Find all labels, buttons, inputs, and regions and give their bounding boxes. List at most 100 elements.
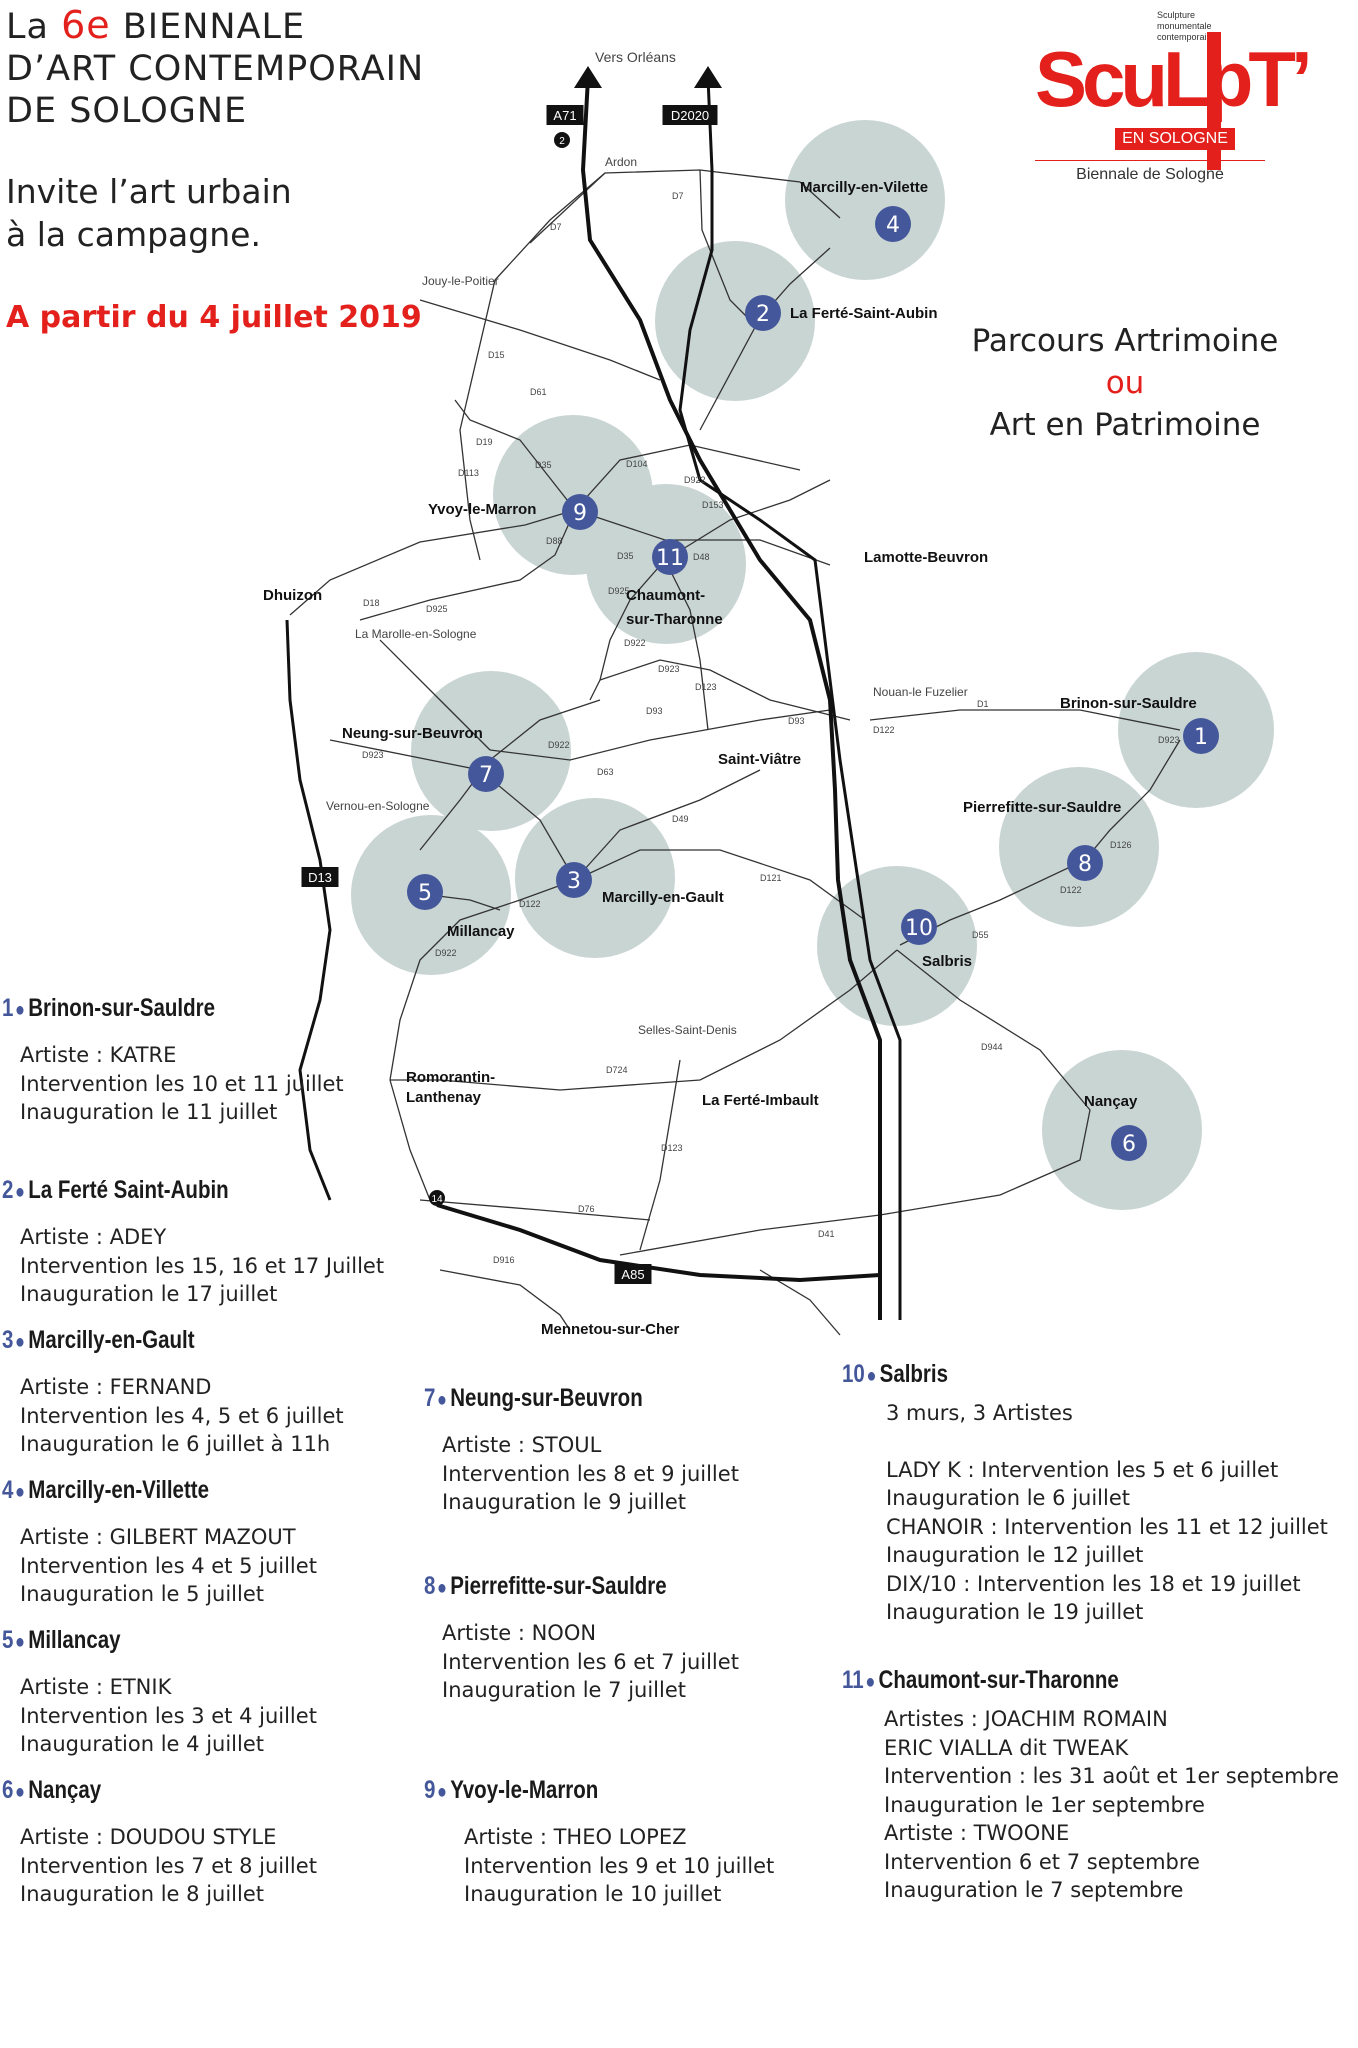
entry-line: Artiste : THEO LOPEZ [464, 1825, 687, 1849]
entry-heading: 7●Neung-sur-Beuvron [424, 1384, 682, 1413]
road [390, 949, 898, 1091]
entry-line: Inauguration le 6 juillet [886, 1486, 1130, 1510]
entry-place: Nançay [28, 1776, 102, 1804]
exit-dot [429, 1190, 445, 1206]
entry-heading: 1●Brinon-sur-Sauldre [2, 994, 282, 1023]
road-label: D126 [1110, 840, 1132, 850]
road [439, 1269, 571, 1331]
parcours-line-3: Art en Patrimoine [989, 407, 1261, 443]
bullet-icon: ● [15, 1481, 25, 1503]
entry-line: Artiste : STOUL [442, 1433, 602, 1457]
stop-dot [875, 206, 911, 242]
road-label: Vers Orléans [595, 49, 676, 65]
stop-circles [351, 120, 1274, 1210]
invite-text: Invite l’art urbain à la campagne. [6, 170, 526, 256]
road [489, 709, 831, 761]
road-label: D923 [362, 750, 384, 760]
title-line-2: D’ART CONTEMPORAIN [6, 49, 425, 89]
place-label: Marcilly-en-Gault [602, 889, 724, 906]
stop-dot [407, 874, 443, 910]
road [429, 894, 501, 911]
logo-rule [1035, 160, 1265, 161]
place-label: Nançay [1084, 1093, 1138, 1110]
logo-small-1: Sculpture [1157, 10, 1196, 20]
road-label: D104 [626, 459, 648, 469]
entry-line: CHANOIR : Intervention les 11 et 12 juil… [886, 1514, 1328, 1539]
title-prefix: La [6, 7, 62, 47]
road-label: D41 [818, 1229, 835, 1239]
entry-line: Inauguration le 7 juillet [442, 1678, 686, 1702]
stop-dot [556, 862, 592, 898]
place-label: Brinon-sur-Sauldre [1060, 695, 1197, 712]
entry-line: Artiste : ADEY [20, 1225, 167, 1249]
entry-line: Intervention les 7 et 8 juillet [20, 1853, 317, 1878]
entry-line: Intervention les 9 et 10 juillet [464, 1853, 775, 1878]
road-label: Selles-Saint-Denis [638, 1023, 737, 1037]
road [419, 1199, 651, 1221]
entry-line: DIX/10 : Intervention les 18 et 19 juill… [886, 1571, 1301, 1596]
invite-line-1: Invite l’art urbain [6, 172, 292, 211]
entry-7: 7●Neung-sur-Beuvron Artiste : STOUL Inter… [424, 1384, 739, 1517]
stop-marker: 6 [1111, 1125, 1147, 1161]
bullet-icon: ● [866, 1365, 877, 1387]
bullet-icon: ● [15, 1631, 25, 1653]
entry-number: 6 [2, 1776, 14, 1804]
entry-line: Intervention les 8 et 9 juillet [442, 1461, 739, 1486]
entry-line: Inauguration le 17 juillet [20, 1282, 278, 1306]
road [574, 509, 831, 566]
a71-motorway [580, 77, 882, 1320]
road-label: D122 [873, 725, 895, 735]
entry-place: Yvoy-le-Marron [450, 1776, 599, 1804]
place-label: Saint-Viâtre [718, 751, 801, 768]
entry-line: Artiste : TWOONE [884, 1821, 1070, 1845]
entry-place: Millancay [28, 1626, 121, 1654]
place-label: Romorantin- [406, 1069, 495, 1086]
road-label: D35 [617, 551, 634, 561]
entry-body: Artiste : STOUL Intervention les 8 et 9 j… [442, 1431, 739, 1517]
road-label: D7 [550, 222, 562, 232]
entry-line: Artiste : FERNAND [20, 1375, 212, 1399]
place-label: Millancay [447, 923, 515, 940]
exit-number: 14 [431, 1194, 443, 1205]
road-label: D88 [546, 536, 563, 546]
place-label: Dhuizon [263, 587, 322, 604]
place-label: Salbris [922, 953, 972, 970]
road-label: D1 [977, 699, 989, 709]
road-label: D122 [519, 899, 541, 909]
entry-line: Inauguration le 8 juillet [20, 1882, 264, 1906]
road-label: D93 [646, 706, 663, 716]
stop-marker: 11 [652, 539, 688, 575]
stop-number: 2 [756, 302, 770, 327]
entry-number: 2 [2, 1176, 14, 1204]
stop-dot [652, 539, 688, 575]
road [419, 299, 661, 381]
road-label: D18 [363, 598, 380, 608]
road [574, 769, 761, 881]
logo-word: ScuLpT’ [1035, 35, 1313, 123]
entry-place: Marcilly-en-Gault [28, 1326, 195, 1354]
entry-line: Intervention les 10 et 11 juillet [20, 1071, 344, 1096]
d13-road [285, 619, 332, 1201]
road-label: Nouan-le Fuzelier [873, 685, 968, 699]
entry-line: Inauguration le 4 juillet [20, 1732, 264, 1756]
stop-marker: 1 [1183, 718, 1219, 754]
parcours-title: Parcours Artrimoine ou Art en Patrimoine [945, 320, 1305, 446]
road-label: D93 [788, 716, 805, 726]
stop-number: 4 [886, 213, 900, 238]
entry-line: Inauguration le 11 juillet [20, 1100, 278, 1124]
arrow-d2020 [694, 66, 722, 88]
entry-line: Intervention les 3 et 4 juillet [20, 1703, 317, 1728]
stop-marker: 9 [562, 494, 598, 530]
shield-bg [662, 105, 718, 125]
stop-number: 3 [567, 869, 581, 894]
road [459, 172, 606, 561]
entry-line: Inauguration le 1er septembre [884, 1792, 1205, 1817]
entry-number: 7 [424, 1384, 436, 1412]
entry-heading: 9●Yvoy-le-Marron [424, 1776, 711, 1805]
place-label: sur-Tharonne [626, 611, 723, 628]
entry-heading: 6●Nançay [2, 1776, 260, 1805]
